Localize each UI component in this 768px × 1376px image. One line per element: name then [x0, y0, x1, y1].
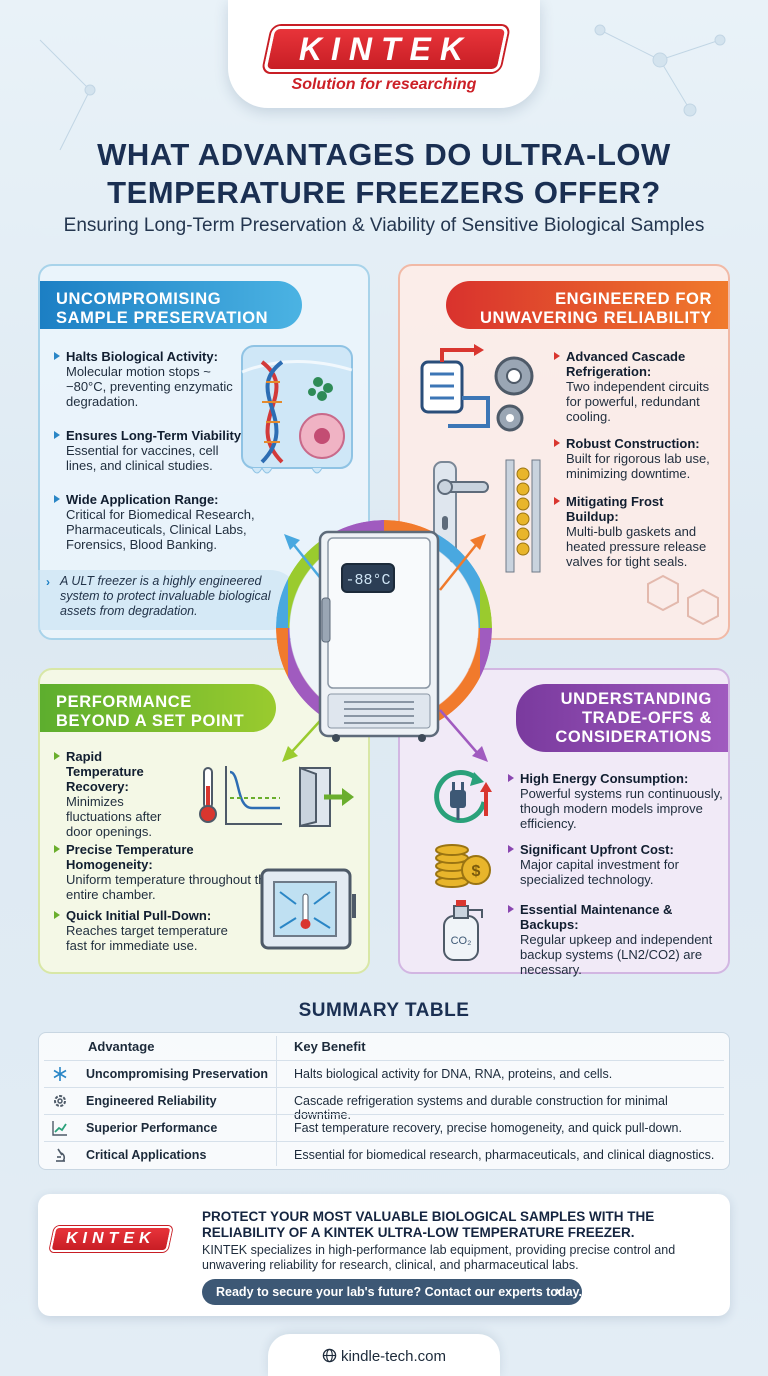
table-divider	[276, 1036, 277, 1166]
chevron-right-icon: ›	[46, 575, 50, 589]
cta-heading: PROTECT YOUR MOST VALUABLE BIOLOGICAL SA…	[202, 1209, 655, 1240]
bullet-frost-buildup: Mitigating Frost Buildup: Multi-bulb gas…	[554, 494, 716, 569]
bullet-robust-construction: Robust Construction: Built for rigorous …	[554, 436, 716, 481]
door-open-arrow-icon	[299, 766, 354, 828]
kintek-logo[interactable]: KINTEK	[263, 26, 509, 72]
background-molecule-decoration	[39, 24, 726, 151]
bullet-halts-activity: Halts Biological Activity: Molecular mot…	[54, 349, 246, 409]
energy-plug-icon	[434, 770, 492, 824]
bullet-maintenance-backups: Essential Maintenance & Backups: Regular…	[508, 902, 724, 977]
globe-icon	[322, 1348, 337, 1363]
microscope-icon	[56, 1148, 66, 1162]
table-header-key-benefit: Key Benefit	[294, 1039, 366, 1054]
bullet-energy-consumption: High Energy Consumption: Powerful system…	[508, 771, 726, 831]
table-row: Uncompromising Preservation Halts biolog…	[44, 1060, 724, 1086]
bullet-temperature-homogeneity: Precise Temperature Homogeneity: Uniform…	[54, 842, 276, 902]
co2-label: CO₂	[451, 935, 472, 947]
bullet-application-range: Wide Application Range: Critical for Bio…	[54, 492, 262, 552]
bullet-long-term-viability: Ensures Long-Term Viability: Essential f…	[54, 428, 252, 473]
table-row: Engineered Reliability Cascade refrigera…	[44, 1087, 724, 1122]
chevron-right-icon: ›	[555, 1283, 560, 1298]
page-subtitle: Ensuring Long-Term Preservation & Viabil…	[63, 215, 705, 236]
table-header-advantage: Advantage	[88, 1039, 155, 1054]
bullet-rapid-recovery: Rapid Temperature Recovery: Minimizes fl…	[54, 749, 176, 839]
bullet-cascade-refrigeration: Advanced Cascade Refrigeration: Two inde…	[554, 349, 716, 424]
table-row: Superior Performance Fast temperature re…	[44, 1114, 724, 1140]
note-background	[38, 570, 300, 630]
thermometer-graph-icon	[199, 766, 282, 825]
preservation-note: A ULT freezer is a highly engineered sys…	[60, 574, 271, 618]
brand-tagline: Solution for researching	[291, 76, 477, 93]
summary-title: SUMMARY TABLE	[298, 1000, 470, 1021]
page-title: WHAT ADVANTAGES DO ULTRA-LOW TEMPERATURE…	[97, 137, 671, 210]
ice-cube-dna-icon	[241, 345, 353, 474]
contact-experts-button[interactable]: Ready to secure your lab's future? Conta…	[202, 1279, 582, 1305]
temperature-display: -88°C	[345, 572, 390, 589]
footer-pill	[268, 1334, 500, 1376]
coins-cost-icon: $	[435, 844, 491, 888]
freezer-chamber-icon	[260, 868, 356, 950]
ult-freezer-illustration: -88°C	[318, 530, 440, 742]
snowflake-icon	[53, 1067, 67, 1081]
table-row: Critical Applications Essential for biom…	[44, 1141, 724, 1167]
co2-tank-icon: CO₂	[443, 900, 483, 961]
gear-icon	[54, 1095, 66, 1107]
bullet-initial-pull-down: Quick Initial Pull-Down: Reaches target …	[54, 908, 252, 953]
website-link[interactable]: kindle-tech.com	[268, 1348, 500, 1365]
trend-chart-icon	[52, 1121, 67, 1136]
cta-kintek-logo[interactable]: KINTEK	[49, 1226, 173, 1252]
bullet-upfront-cost: Significant Upfront Cost: Major capital …	[508, 842, 720, 887]
molecule-decoration	[647, 574, 719, 626]
cascade-refrigeration-icon	[420, 344, 534, 432]
cta-description: KINTEK specializes in high-performance l…	[202, 1243, 676, 1272]
summary-table	[38, 1032, 730, 1170]
svg-text:$: $	[472, 863, 481, 880]
